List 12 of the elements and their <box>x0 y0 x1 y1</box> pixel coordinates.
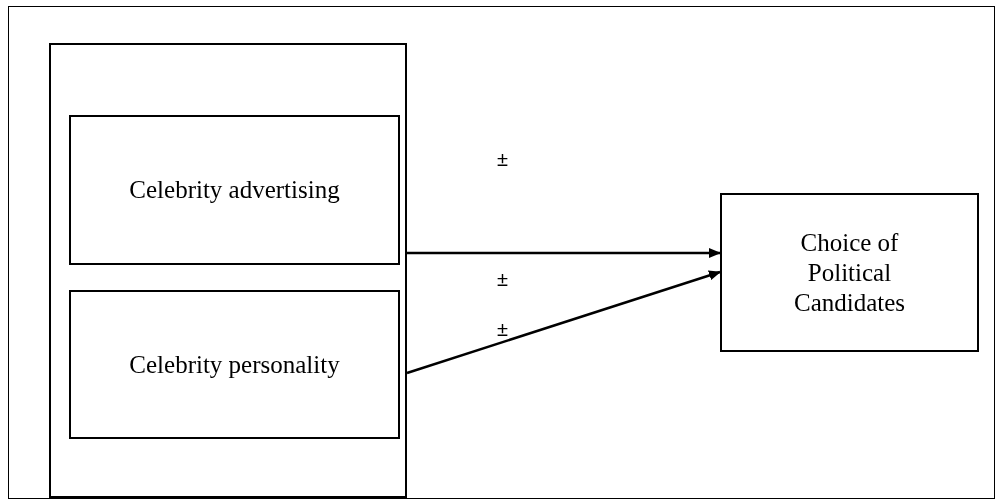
process-box <box>69 290 400 439</box>
sign-label: ± <box>497 318 508 341</box>
sign-label: ± <box>497 148 508 171</box>
node-text: Celebrity advertising <box>129 175 340 205</box>
sign-label: ± <box>497 268 508 291</box>
arrow <box>407 248 721 258</box>
group-box <box>49 43 407 498</box>
arrow <box>406 270 721 375</box>
process-box <box>69 115 400 265</box>
node-text: Celebrity personality <box>129 349 340 380</box>
node-text: Choice of Political Candidates <box>792 227 907 318</box>
process-box <box>720 193 979 352</box>
